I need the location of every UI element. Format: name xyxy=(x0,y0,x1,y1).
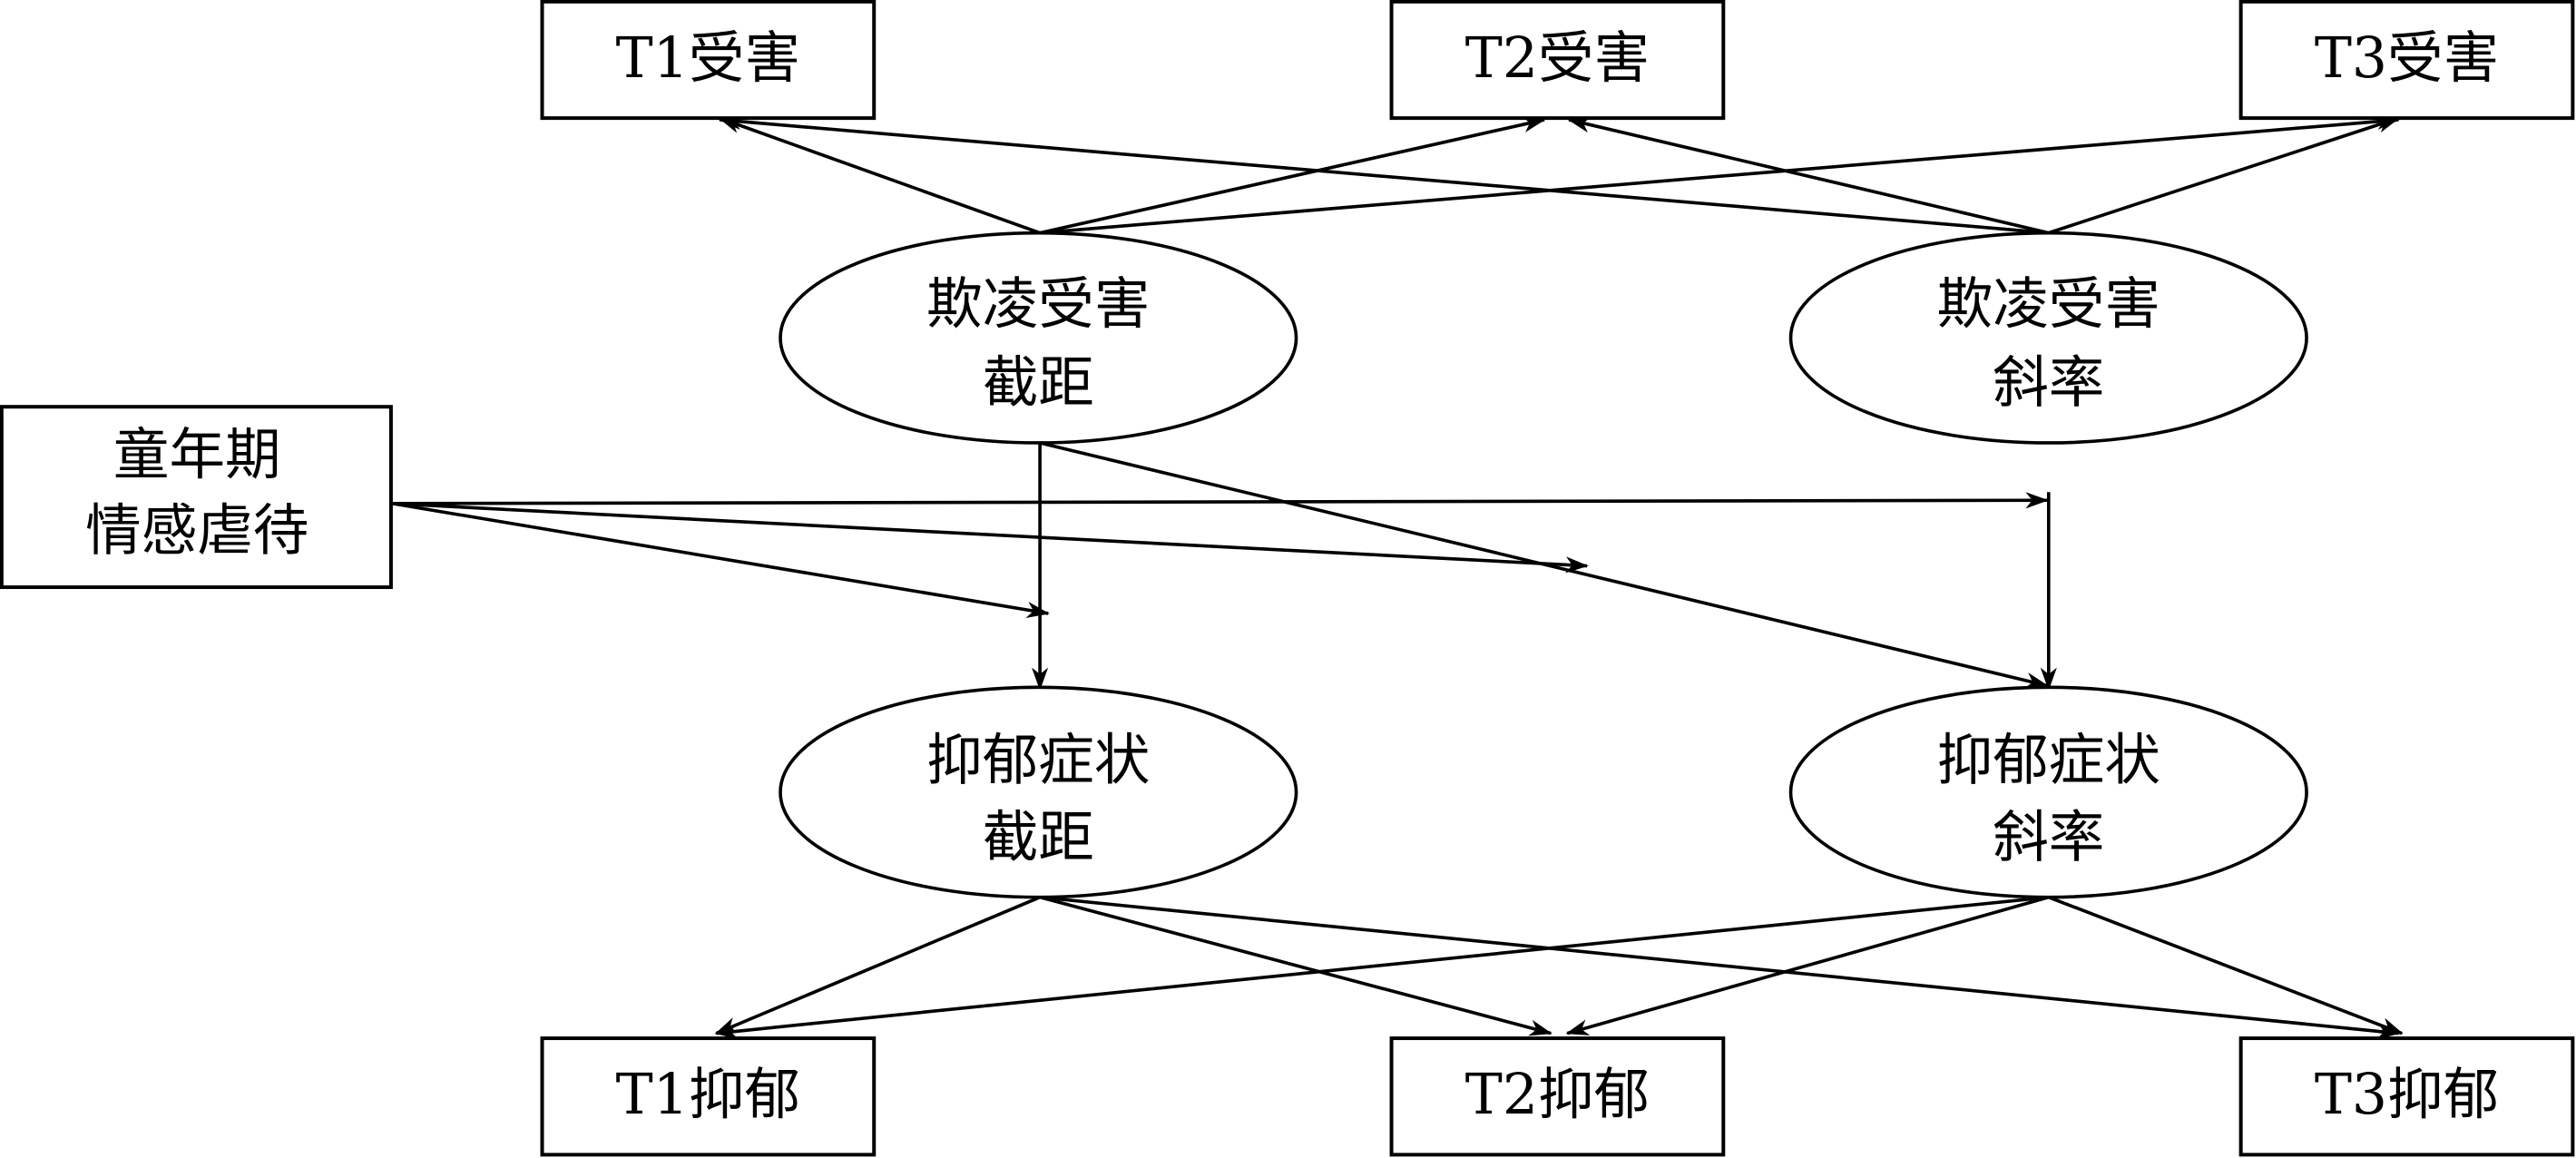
node-t2-victim: T2受害 xyxy=(1389,0,1726,121)
node-t1-dep: T1抑郁 xyxy=(540,1036,877,1157)
node-t1-victim: T1受害 xyxy=(540,0,877,121)
node-t3-victim: T3受害 xyxy=(2238,0,2575,121)
node-label: T2抑郁 xyxy=(1465,1062,1650,1127)
edge-abuse-moderation-1 xyxy=(392,502,1589,574)
edge-dep-intercept-t1 xyxy=(714,895,1041,1035)
node-label-line1: 欺凌受害 xyxy=(1937,271,2160,337)
edge-bully-intercept-t1 xyxy=(718,116,1041,235)
edge-abuse-bully-slope xyxy=(392,492,2049,509)
node-label-line1: 抑郁症状 xyxy=(926,727,1150,792)
edge-bully-intercept-t3 xyxy=(1039,113,2401,235)
edge-bully-slope-t3 xyxy=(2048,116,2401,235)
edge-dep-slope-t3 xyxy=(2048,895,2404,1035)
node-label-line1: 童年期 xyxy=(113,422,281,487)
edge-bully-intercept-dep-slope xyxy=(1039,441,2049,689)
node-label-line1: 欺凌受害 xyxy=(926,271,1150,337)
edge-abuse-moderation-2 xyxy=(392,502,1050,618)
node-label-line2: 情感虐待 xyxy=(85,497,309,563)
node-label: T3受害 xyxy=(2315,25,2499,91)
node-bully-intercept: 欺凌受害 截距 xyxy=(779,231,1298,445)
edge-dep-intercept-t3 xyxy=(1039,895,2401,1040)
edge-dep-slope-t1 xyxy=(714,895,2049,1040)
node-label: T3抑郁 xyxy=(2315,1062,2499,1127)
node-label-line2: 截距 xyxy=(983,350,1094,416)
edge-dep-intercept-t2 xyxy=(1039,895,1552,1036)
node-label: T2受害 xyxy=(1465,25,1650,91)
edge-bully-slope-t2 xyxy=(1567,116,2050,235)
node-t2-dep: T2抑郁 xyxy=(1389,1036,1726,1157)
node-label-line1: 抑郁症状 xyxy=(1937,727,2160,792)
node-dep-intercept: 抑郁症状 截距 xyxy=(779,685,1298,899)
node-dep-slope: 抑郁症状 斜率 xyxy=(1788,685,2308,899)
node-label: T1抑郁 xyxy=(616,1062,800,1127)
node-label-line2: 斜率 xyxy=(1993,350,2104,416)
edge-bully-intercept-t2 xyxy=(1039,116,1546,235)
node-t3-dep: T3抑郁 xyxy=(2238,1036,2575,1157)
node-childhood-abuse: 童年期 情感虐待 xyxy=(0,405,393,590)
node-bully-slope: 欺凌受害 斜率 xyxy=(1788,231,2308,445)
node-label: T1受害 xyxy=(616,25,800,91)
node-label-line2: 斜率 xyxy=(1993,804,2104,869)
node-label-line2: 截距 xyxy=(983,804,1094,869)
edges xyxy=(392,113,2404,1040)
edge-dep-slope-t2 xyxy=(1565,895,2050,1035)
edge-bully-slope-t1 xyxy=(718,113,2049,235)
